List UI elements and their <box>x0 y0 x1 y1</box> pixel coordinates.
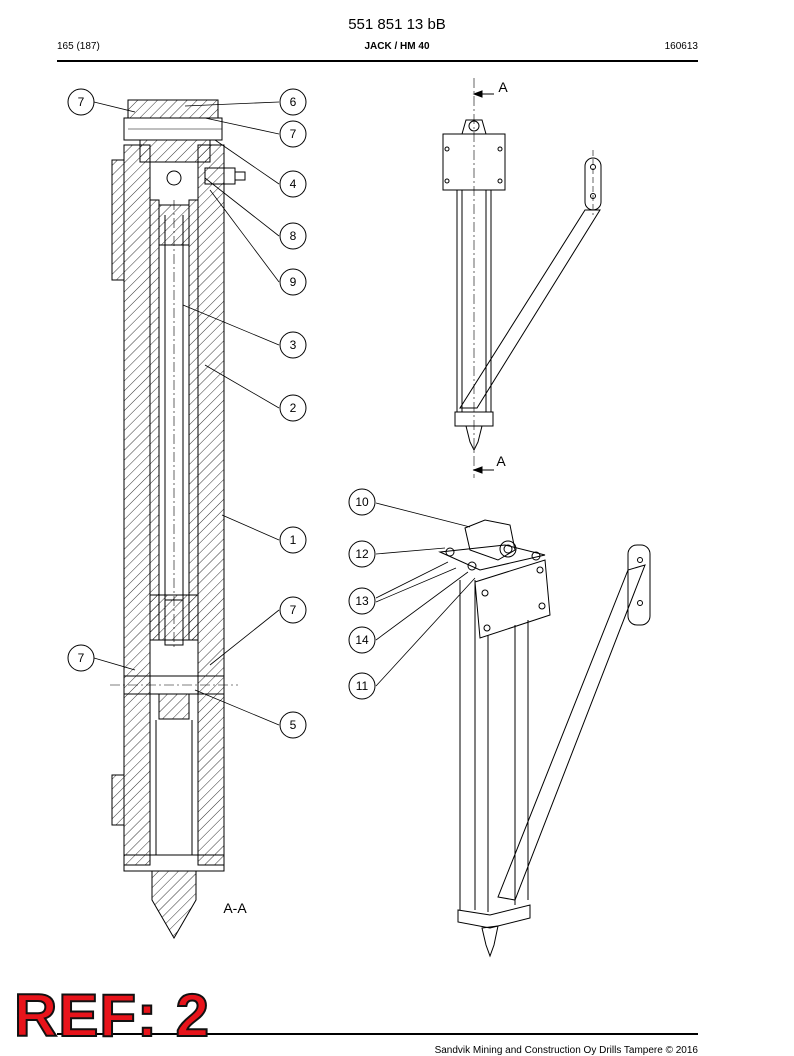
document-title: JACK / HM 40 <box>364 41 430 52</box>
callout-label: 12 <box>355 547 369 561</box>
callout-label: 10 <box>355 495 369 509</box>
callout-leaders-left <box>93 101 280 726</box>
part-number: 551 851 13 bB <box>348 16 446 33</box>
callout-label: 7 <box>78 651 85 665</box>
view-marker-bottom: A <box>496 453 506 469</box>
callout-circles-right <box>348 488 376 700</box>
callout-label: 14 <box>355 633 369 647</box>
section-view <box>110 99 246 939</box>
footer-rule <box>57 1033 698 1035</box>
callout-label: 7 <box>290 127 297 141</box>
front-view <box>442 78 602 478</box>
ref-stamp: REF: 2 <box>13 982 211 1049</box>
callout-label: 7 <box>290 603 297 617</box>
callout-leaders-right <box>375 502 476 687</box>
copyright-notice: Sandvik Mining and Construction Oy Drill… <box>434 1045 698 1056</box>
callout-label: 1 <box>290 533 297 547</box>
callout-label: 4 <box>290 177 297 191</box>
section-markers <box>472 90 494 474</box>
callout-label: 7 <box>78 95 85 109</box>
date-code: 160613 <box>664 41 698 52</box>
callout-label: 9 <box>290 275 297 289</box>
callout-circles-left <box>67 88 307 739</box>
view-marker-top: A <box>498 79 508 95</box>
isometric-view <box>438 519 651 958</box>
callout-label: 5 <box>290 718 297 732</box>
callout-label: 13 <box>355 594 369 608</box>
page-indicator: 165 (187) <box>57 41 100 52</box>
callout-label: 8 <box>290 229 297 243</box>
callout-label: 6 <box>290 95 297 109</box>
callout-label: 2 <box>290 401 297 415</box>
header-rule <box>57 60 698 62</box>
callout-label: 11 <box>356 679 369 693</box>
section-label: A-A <box>223 900 247 916</box>
callout-label: 3 <box>290 338 297 352</box>
